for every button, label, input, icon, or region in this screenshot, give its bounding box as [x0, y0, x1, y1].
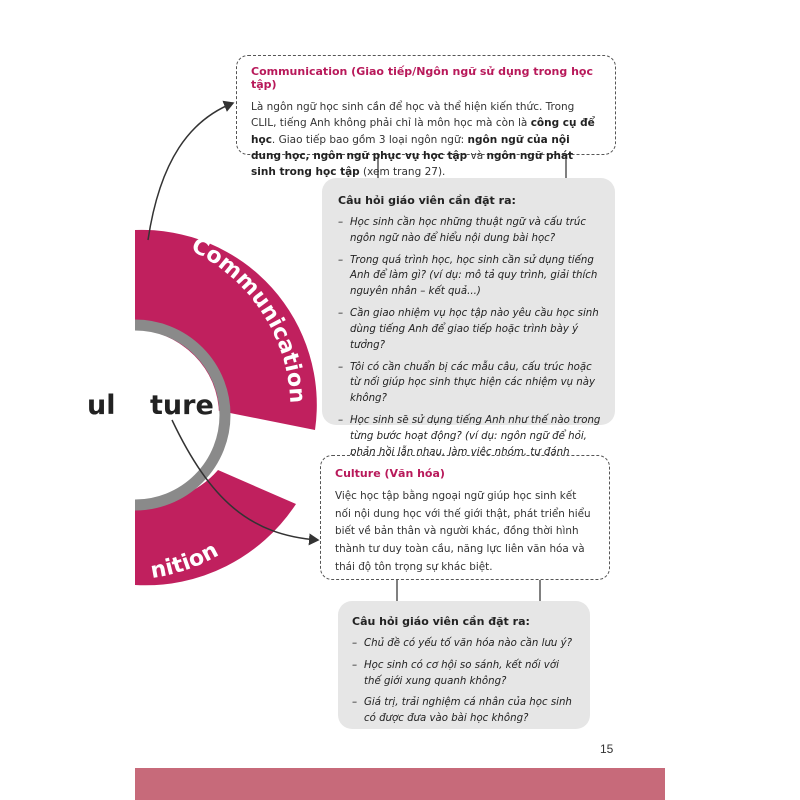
- list-item: Chủ đề có yếu tố văn hóa nào cần lưu ý?: [352, 636, 578, 652]
- list-item: Học sinh có cơ hội so sánh, kết nối với …: [352, 658, 578, 690]
- culture-text: Việc học tập bằng ngoại ngữ giúp học sin…: [335, 490, 591, 573]
- list-item: Cần giao nhiệm vụ học tập nào yêu cầu họ…: [338, 306, 601, 353]
- culture-title: Culture (Văn hóa): [335, 467, 445, 480]
- communication-box: Communication (Giao tiếp/Ngôn ngữ sử dụn…: [236, 55, 616, 178]
- communication-segment: [135, 229, 317, 430]
- center-text-ture: ture: [150, 390, 214, 421]
- arrow-to-culture: [171, 419, 320, 546]
- list-item: Tôi có cần chuẩn bị các mẫu câu, cấu trú…: [338, 360, 601, 407]
- footer-band: [135, 768, 665, 800]
- culture-questions-list: Chủ đề có yếu tố văn hóa nào cần lưu ý? …: [352, 636, 578, 727]
- list-item: Học sinh cần học những thuật ngữ và cấu …: [338, 215, 601, 247]
- culture-box: Culture (Văn hóa) Việc học tập bằng ngoạ…: [320, 455, 610, 580]
- culture-questions-box: Câu hỏi giáo viên cần đặt ra: Chủ đề có …: [338, 601, 590, 729]
- communication-questions-list: Học sinh cần học những thuật ngữ và cấu …: [338, 215, 601, 476]
- inner-ring: [134, 319, 231, 511]
- culture-questions-title: Câu hỏi giáo viên cần đặt ra:: [352, 615, 530, 628]
- list-item: Giá trị, trải nghiệm cá nhân của học sin…: [352, 695, 578, 727]
- communication-title: Communication (Giao tiếp/Ngôn ngữ sử dụn…: [251, 65, 593, 91]
- communication-questions-title: Câu hỏi giáo viên cần đặt ra:: [338, 194, 516, 207]
- communication-questions-box: Câu hỏi giáo viên cần đặt ra: Học sinh c…: [322, 178, 615, 473]
- communication-text: Là ngôn ngữ học sinh cần để học và thể h…: [251, 101, 595, 179]
- center-text-ul: ul: [87, 390, 115, 421]
- segment-separator: [215, 442, 310, 497]
- arrow-to-communication: [147, 100, 235, 241]
- list-item: Trong quá trình học, học sinh cần sử dụn…: [338, 253, 601, 300]
- page-number: 15: [600, 742, 614, 756]
